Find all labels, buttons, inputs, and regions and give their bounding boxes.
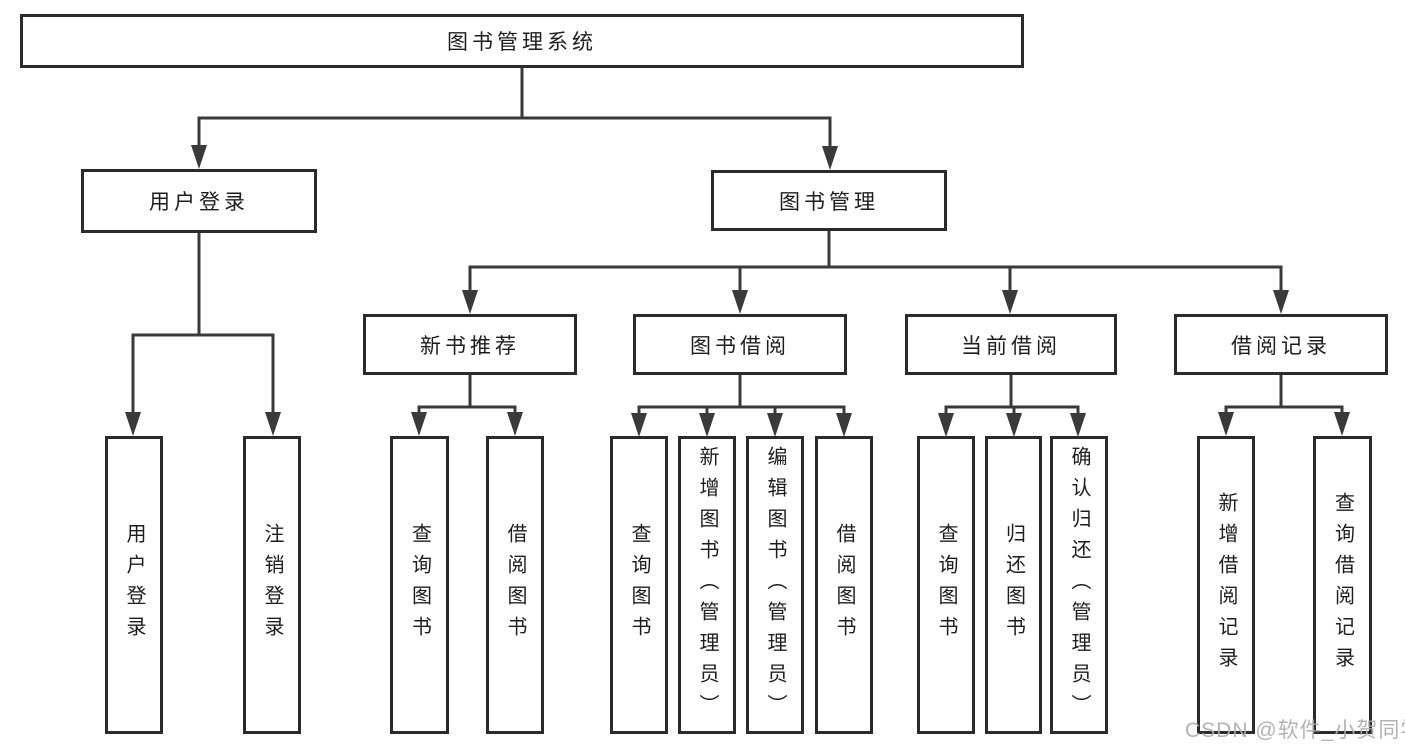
leaf-query-books-current: 查询图书 [917,436,975,734]
leaf-query-books-borrow-label: 查询图书 [628,523,650,647]
leaf-logout: 注销登录 [243,436,301,734]
arrowhead [462,290,478,314]
arrowhead [699,413,715,437]
arrowhead [836,413,852,437]
arrowhead [1070,413,1086,437]
arrowhead [1218,412,1234,436]
node-user-login-label: 用户登录 [149,191,249,214]
arrowhead [1334,412,1350,436]
csdn-watermark: CSDN @软件_小贺同学 [1185,719,1405,742]
arrowhead [732,290,748,314]
node-root-label: 图书管理系统 [447,31,597,54]
arrowhead [125,412,141,436]
leaf-borrow-books: 借阅图书 [815,436,873,734]
connector-records-to-leaves [1224,373,1344,432]
arrowhead [938,413,954,437]
leaf-edit-book-admin-label: 编辑图书（管理员） [764,445,786,725]
leaf-query-books-recommend: 查询图书 [390,436,449,734]
leaf-add-book-admin-label: 新增图书（管理员） [696,445,718,725]
leaf-edit-book-admin: 编辑图书（管理员） [746,436,804,734]
arrowhead [822,146,838,170]
connector-root-to-level2 [197,65,832,166]
leaf-borrow-books-recommend: 借阅图书 [486,436,544,734]
node-book-management-label: 图书管理 [779,190,879,214]
leaf-query-books-recommend-label: 查询图书 [408,523,431,647]
leaf-add-borrow-record-label: 新增借阅记录 [1215,492,1237,678]
leaf-borrow-books-recommend-label: 借阅图书 [504,523,526,647]
node-user-login: 用户登录 [81,169,317,233]
node-borrow-records-label: 借阅记录 [1231,334,1331,358]
arrowhead [1006,413,1022,437]
arrowhead [1002,290,1018,314]
connector-userlogin-to-leaves [131,231,275,432]
node-book-management: 图书管理 [711,170,947,231]
leaf-confirm-return-admin: 确认归还（管理员） [1050,436,1108,734]
leaf-borrow-books-label: 借阅图书 [833,523,855,647]
connector-bookmgmt-to-level3 [468,229,1283,310]
leaf-return-book: 归还图书 [985,436,1042,734]
leaf-add-borrow-record: 新增借阅记录 [1197,436,1255,734]
arrowhead [767,413,783,437]
node-book-borrow: 图书借阅 [633,314,847,375]
connector-newbook-to-leaves [417,373,517,432]
arrowhead [507,412,523,436]
leaf-return-book-label: 归还图书 [1002,523,1025,647]
node-new-book-recommend-label: 新书推荐 [420,334,520,358]
leaf-query-books-current-label: 查询图书 [935,523,957,647]
connector-bookborrow-to-leaves [637,373,846,433]
node-current-borrow-label: 当前借阅 [961,334,1061,358]
node-new-book-recommend: 新书推荐 [363,314,577,375]
leaf-query-borrow-record-label: 查询借阅记录 [1331,492,1354,678]
node-current-borrow: 当前借阅 [905,314,1117,375]
leaf-query-books-borrow: 查询图书 [610,436,668,734]
arrowhead [191,145,207,169]
node-borrow-records: 借阅记录 [1174,314,1388,375]
leaf-user-login: 用户登录 [105,436,163,734]
node-book-borrow-label: 图书借阅 [690,334,790,358]
node-root-system: 图书管理系统 [20,14,1024,68]
leaf-query-borrow-record: 查询借阅记录 [1313,436,1372,734]
leaf-add-book-admin: 新增图书（管理员） [678,436,736,734]
arrowhead [631,413,647,437]
arrowhead [411,412,427,436]
leaf-logout-label: 注销登录 [261,523,283,647]
connector-currentborrow-to-leaves [944,373,1080,433]
leaf-user-login-label: 用户登录 [123,523,145,647]
leaf-confirm-return-admin-label: 确认归还（管理员） [1068,445,1090,725]
arrowhead [1273,290,1289,314]
arrowhead [265,412,281,436]
